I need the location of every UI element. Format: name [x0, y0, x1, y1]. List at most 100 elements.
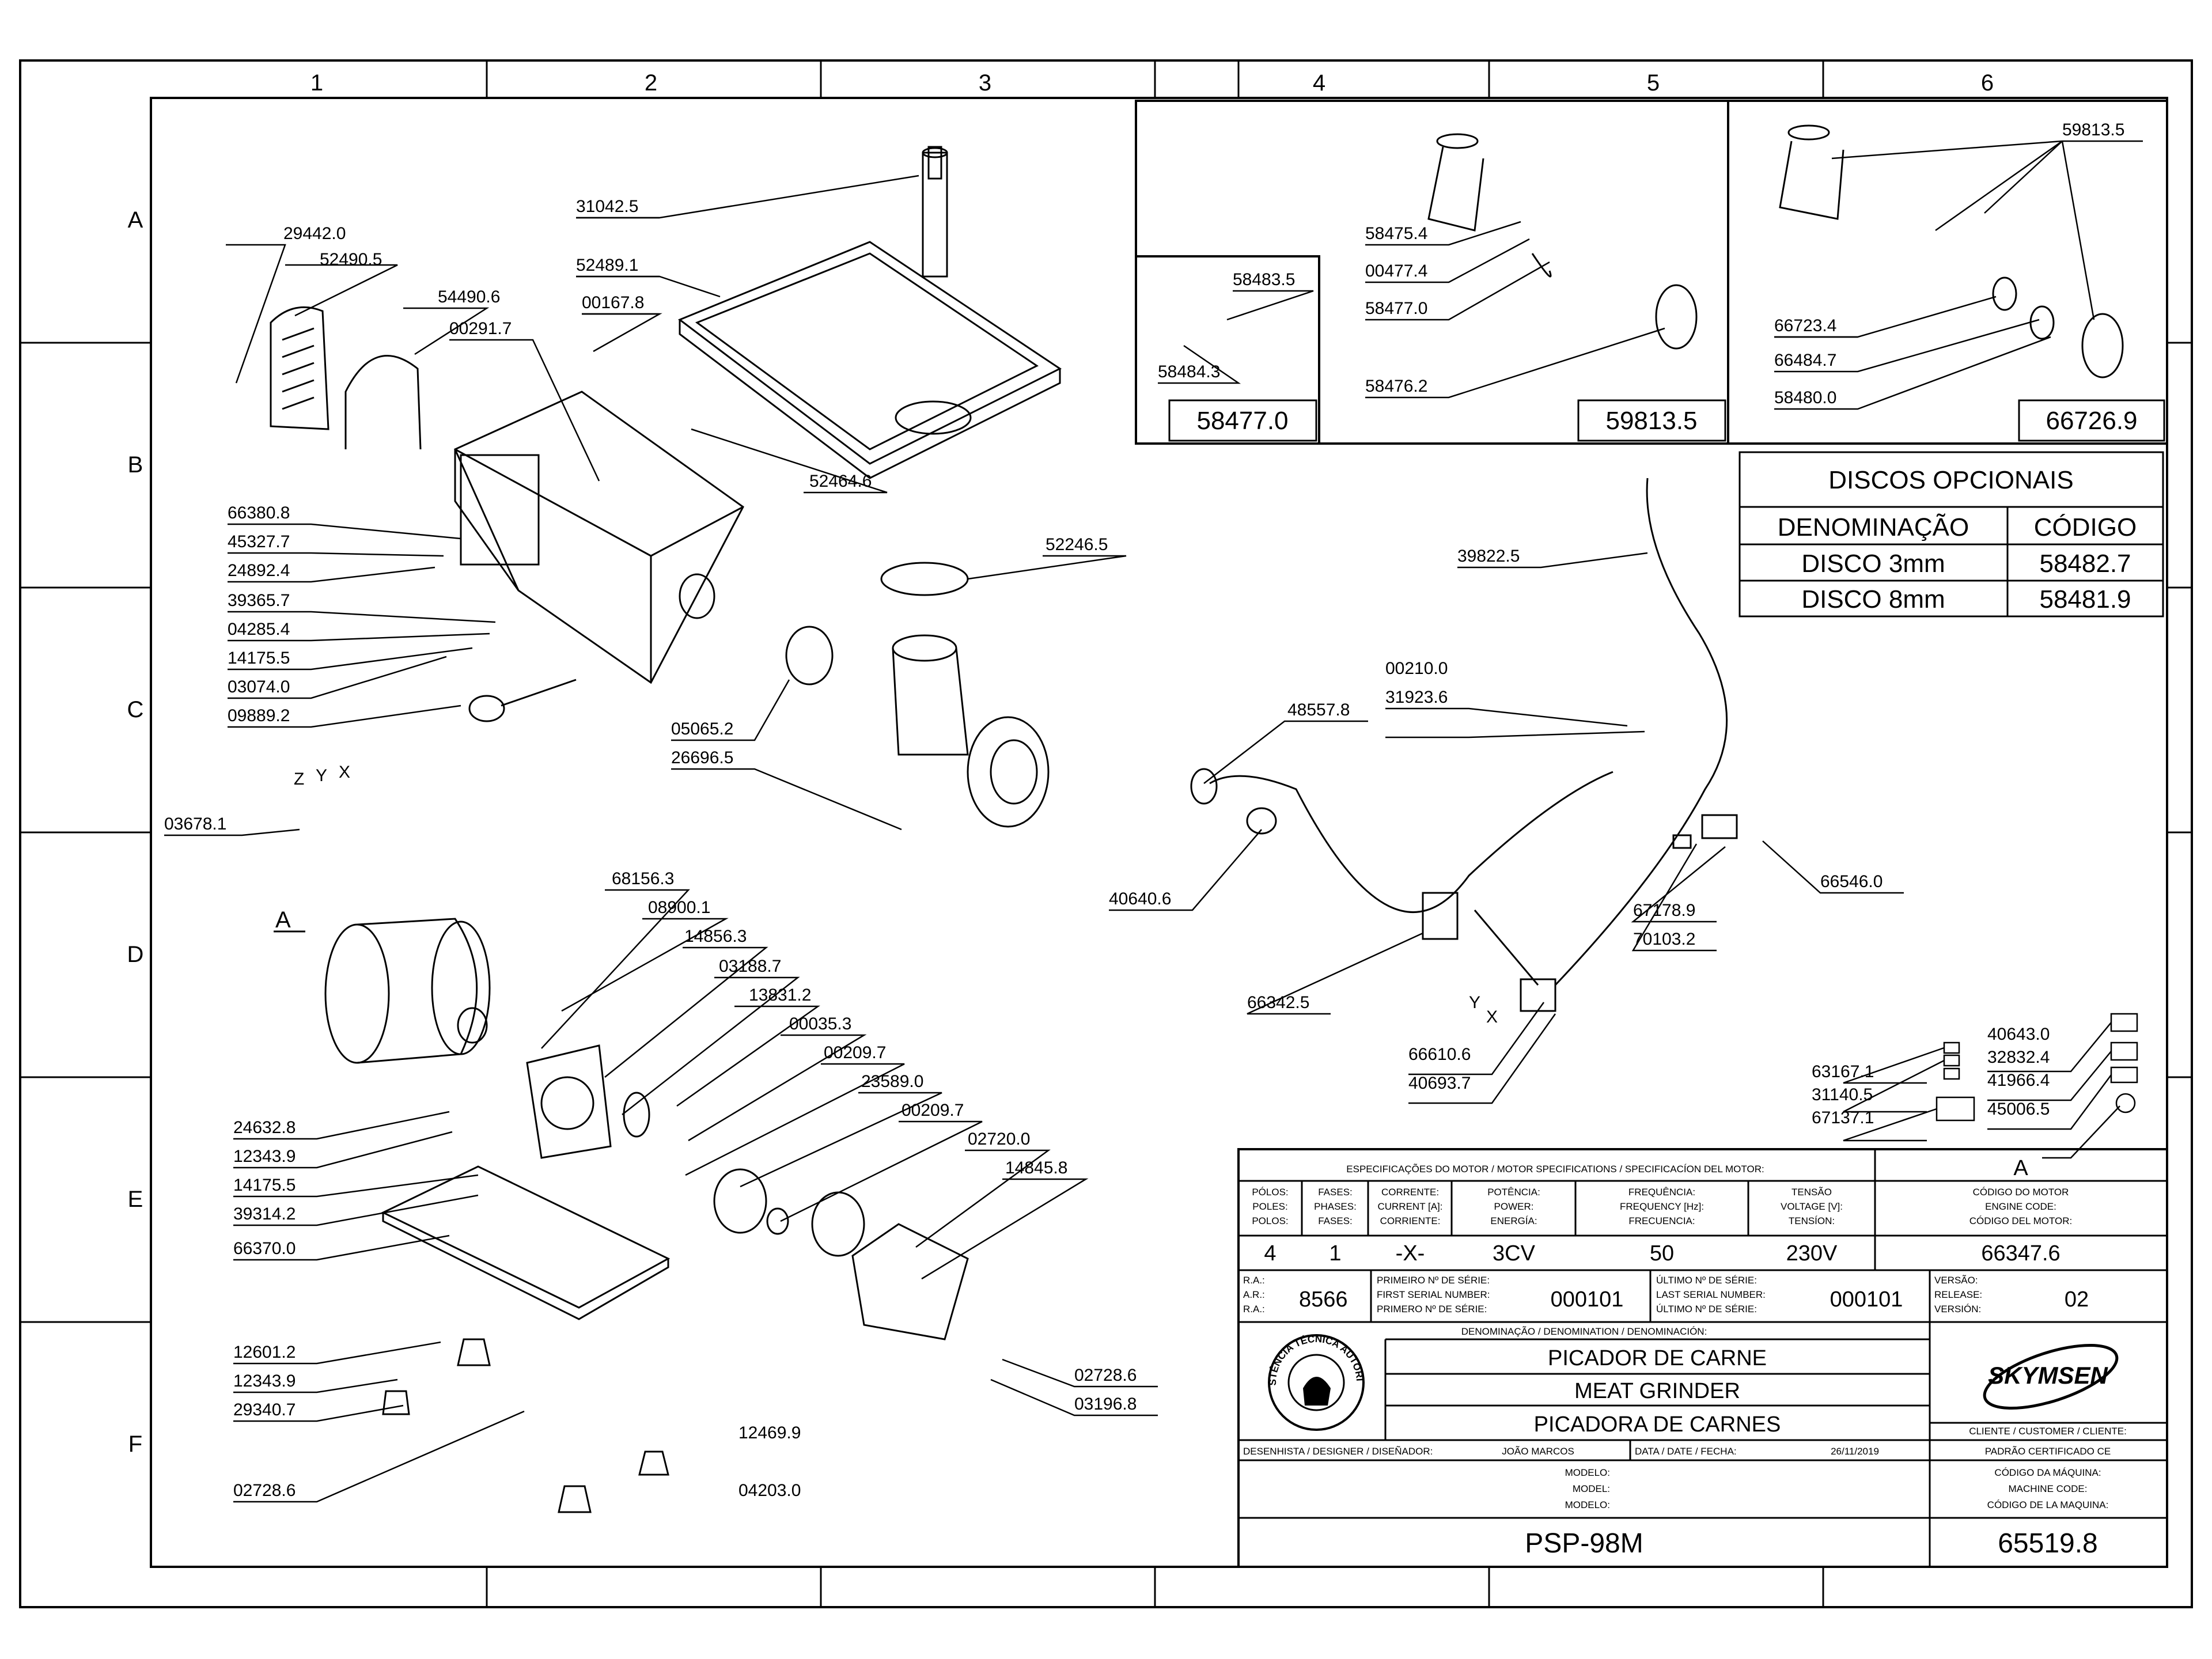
detail-panel-frame: [1135, 100, 2168, 445]
motor-current: -X-: [1396, 1241, 1425, 1266]
callout: 52489.1: [576, 256, 638, 275]
ra-label: R.A.:: [1243, 1275, 1265, 1286]
spec-header: ENGINE CODE:: [1985, 1201, 2056, 1212]
grid-col-2: 2: [645, 70, 657, 96]
motor-poles: 4: [1264, 1241, 1276, 1266]
callout: 00035.3: [789, 1014, 851, 1033]
callout: 58476.2: [1365, 377, 1427, 396]
first-serial-label: PRIMERO Nº DE SÉRIE:: [1377, 1304, 1487, 1315]
wiring-harness: [1190, 478, 1738, 1012]
gear-cover: [851, 1223, 969, 1340]
model-label: MODELO:: [1565, 1499, 1610, 1510]
wire-label: Z: [294, 770, 304, 789]
callout: 58484.3: [1158, 362, 1220, 381]
spec-header: FREQUENCY [Hz]:: [1620, 1201, 1704, 1212]
gearbox-housing: [526, 1044, 612, 1159]
callout: 12601.2: [233, 1343, 296, 1362]
motor-power: 3CV: [1493, 1241, 1536, 1266]
grid-row-F: F: [128, 1431, 142, 1457]
spec-header: PHASES:: [1314, 1201, 1357, 1212]
grid-row-C: C: [127, 697, 144, 722]
first-serial-value: 000101: [1551, 1287, 1624, 1312]
callout: 02728.6: [233, 1481, 296, 1500]
skymsen-logo: SKYMSEN: [1983, 1343, 2119, 1410]
callout: 40640.6: [1109, 889, 1171, 908]
name-en: MEAT GRINDER: [1574, 1379, 1740, 1403]
spec-header: FRECUENCIA:: [1628, 1215, 1695, 1226]
callout: 03678.1: [164, 815, 226, 834]
callout: 58480.0: [1774, 388, 1836, 407]
callout: 14845.8: [1005, 1158, 1067, 1177]
callout: 40643.0: [1987, 1025, 2050, 1044]
motor-marker-label: A: [275, 907, 291, 933]
ra-label: A.R.:: [1243, 1289, 1265, 1300]
callout: 00210.0: [1385, 659, 1448, 678]
callout: 29340.7: [233, 1400, 296, 1419]
detail-box-code: 66726.9: [2046, 407, 2137, 435]
optional-disc-name: DISCO 3mm: [1801, 550, 1945, 578]
callout: 09889.2: [228, 706, 290, 725]
grid-col-1: 1: [310, 70, 323, 96]
optional-discs-header-code: CÓDIGO: [2034, 513, 2137, 541]
callout: 12343.9: [233, 1147, 296, 1166]
small-parts-icons: [1936, 1013, 2138, 1122]
spec-header: VOLTAGE [V]:: [1781, 1201, 1843, 1212]
motor-frequency: 50: [1650, 1241, 1674, 1266]
callout: 66546.0: [1820, 872, 1883, 891]
callout: 24892.4: [228, 561, 290, 580]
denomination-label: DENOMINAÇÃO / DENOMINATION / DENOMINACIÓ…: [1461, 1326, 1707, 1337]
callout: 39314.2: [233, 1205, 296, 1224]
electric-motor: [324, 918, 491, 1064]
callout: 02728.6: [1074, 1366, 1137, 1385]
callout: 31923.6: [1385, 688, 1448, 707]
callout: 58483.5: [1233, 270, 1295, 289]
grid-col-5: 5: [1647, 70, 1660, 96]
spec-header: CURRENT [A]:: [1377, 1201, 1442, 1212]
callout: 29442.0: [283, 224, 346, 243]
version-label: VERSÃO:: [1934, 1275, 1978, 1286]
callout: 14175.5: [228, 649, 290, 668]
callout: 39822.5: [1457, 547, 1520, 566]
brand-name: SKYMSEN: [1988, 1362, 2108, 1389]
spec-header: CÓDIGO DO MOTOR: [1973, 1187, 2069, 1198]
callout: 05065.2: [671, 719, 733, 738]
machine-code-value: 65519.8: [1998, 1528, 2098, 1559]
callout: 66723.4: [1774, 316, 1836, 335]
callout: 58477.0: [1365, 299, 1427, 318]
version-value: 02: [2065, 1287, 2089, 1312]
leader-lines: [164, 140, 2143, 1503]
callout: 24632.8: [233, 1118, 296, 1137]
optional-disc-code: 58482.7: [2039, 550, 2131, 578]
callout: 52490.5: [320, 250, 382, 269]
callout: 48557.8: [1287, 700, 1350, 719]
callout: 02720.0: [968, 1130, 1030, 1149]
version-label: VERSIÓN:: [1934, 1304, 1981, 1315]
model-label: MODEL:: [1573, 1483, 1610, 1494]
callout: 04285.4: [228, 620, 290, 639]
detail-box-code: 58477.0: [1196, 407, 1288, 435]
base-plate: [381, 1165, 671, 1320]
callout: 59813.5: [2062, 120, 2124, 139]
callout: 39365.7: [228, 591, 290, 610]
spec-header: POLOS:: [1252, 1215, 1288, 1226]
callout: 32832.4: [1987, 1048, 2050, 1067]
spec-header: PÓLOS:: [1252, 1187, 1288, 1198]
callout: 13831.2: [749, 986, 811, 1005]
model-value: PSP-98M: [1525, 1528, 1643, 1559]
optional-discs-title: DISCOS OPCIONAIS: [1828, 466, 2073, 494]
callout: 66484.7: [1774, 351, 1836, 370]
svg-text:ASSISTÊNCIA TÉCNICA AUTORIZADA: ASSISTÊNCIA TÉCNICA AUTORIZADA: [0, 0, 1365, 1385]
pusher: [922, 146, 948, 278]
callout: 14856.3: [684, 927, 747, 946]
callout: 70103.2: [1633, 930, 1695, 949]
spec-header: FREQUÊNCIA:: [1628, 1187, 1695, 1198]
grid-row-E: E: [128, 1187, 143, 1212]
model-label: MODELO:: [1565, 1467, 1610, 1478]
callout: 00477.4: [1365, 262, 1427, 281]
hopper-tray: [677, 241, 1062, 479]
last-serial-value: 000101: [1830, 1287, 1903, 1312]
callout: 00291.7: [449, 319, 512, 338]
seal-text: ASSISTÊNCIA TÉCNICA AUTORIZADA: [0, 0, 1365, 1385]
spec-header: CÓDIGO DEL MOTOR:: [1969, 1215, 2073, 1226]
callout: 41966.4: [1987, 1071, 2050, 1090]
